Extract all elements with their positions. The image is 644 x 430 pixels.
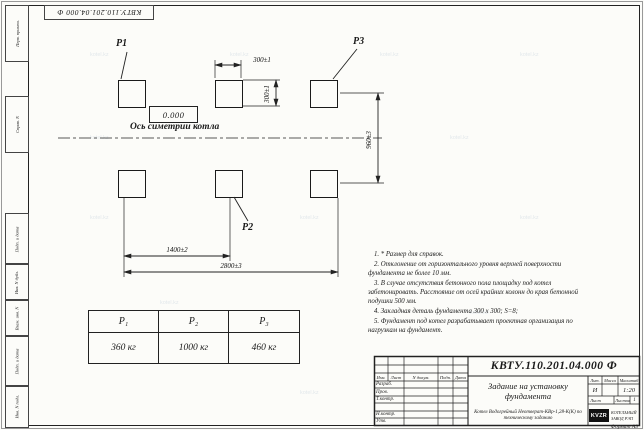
top-designation-box: КВТУ.110.201.04.000 Ф <box>44 5 154 20</box>
note-2: 2. Отклонение от горизонтального уровня … <box>368 260 562 277</box>
tb-lit-value: И <box>592 386 598 394</box>
tb-col-list: Лист <box>390 374 402 380</box>
top-designation: КВТУ.110.201.04.000 Ф <box>56 8 142 17</box>
foundation-pad <box>215 170 243 198</box>
tb-scale-value: 1:20 <box>623 386 635 394</box>
tb-row-prov: Пров. <box>376 389 389 395</box>
load-table-value-p2: 1000 кг <box>159 333 229 363</box>
note-5: 5. Фундамент под котел разрабатывает про… <box>368 317 573 334</box>
kvzr-logo: KVZR <box>589 409 609 422</box>
tb-scale-label: Масштаб <box>619 377 639 383</box>
margin-label: Инв. N подл. <box>14 394 20 419</box>
tb-col-data: Дата <box>455 374 466 380</box>
tb-row-razrab: Разраб. <box>376 382 393 387</box>
margin-box: Подп. и дата <box>5 335 29 387</box>
tb-lit-label: Лит. <box>590 377 600 383</box>
foundation-pad <box>310 170 338 198</box>
tb-row-tkontr: Т.контр. <box>376 397 395 402</box>
watermark-text: kotel.kz <box>90 52 109 58</box>
axis-of-symmetry-label: Ось симетрии котла <box>130 122 220 132</box>
margin-box: Подп. и дата <box>5 213 29 265</box>
margin-box: Инв. N дубл. <box>5 263 29 301</box>
watermark-text: kotel.kz <box>520 215 539 221</box>
note-1: 1. * Размер для справок. <box>374 251 444 258</box>
watermark-text: kotel.kz <box>380 52 399 58</box>
margin-label: Инв. N дубл. <box>14 270 20 294</box>
pad-label-p2: Р2 <box>242 222 254 233</box>
watermark-text: kotel.kz <box>470 310 489 316</box>
margin-box: Справ. N <box>5 96 29 153</box>
pad-label-p1: Р1 <box>116 38 128 49</box>
note-3: 3. В случае отсутствия бетонного пола пл… <box>368 279 579 305</box>
load-table-header-p1: Р₁ <box>89 311 159 333</box>
watermark-text: kotel.kz <box>300 390 319 396</box>
tb-row-utv: Утв. <box>376 419 387 424</box>
level-mark: 0.000 <box>149 106 198 123</box>
load-table-header-p2: Р₂ <box>159 311 229 333</box>
notes-block: 1. * Размер для справок. 2. Отклонение о… <box>368 251 594 337</box>
margin-box: Перв. примен. <box>5 5 29 62</box>
foundation-pad <box>215 80 243 108</box>
product-name: Котел Водогрейный Неотверат-КВр-1,28-К(К… <box>474 409 582 421</box>
load-table: Р₁ Р₂ Р₃ 360 кг 1000 кг 460 кг <box>88 310 300 364</box>
document-title: Задание на установку фундамента <box>488 381 568 401</box>
tb-sheet-label: Лист <box>590 397 601 403</box>
load-table-value-p1: 360 кг <box>89 333 159 363</box>
foundation-pad <box>118 80 146 108</box>
tb-sheets-value: 1 <box>633 397 636 403</box>
foundation-pad <box>118 170 146 198</box>
margin-label: Подп. и дата <box>14 348 20 374</box>
tb-sheets-label: Листов <box>615 397 631 403</box>
load-table-header-p3: Р₃ <box>229 311 299 333</box>
tb-col-izm: Изм. <box>376 374 386 380</box>
tb-col-dokum: N докум. <box>412 374 430 380</box>
tb-row-nkontr: Н.контр. <box>376 412 396 417</box>
company-name-line1: КОТЕЛЬНЫЙ <box>611 410 637 416</box>
margin-label: Подп. и дата <box>14 226 20 252</box>
company-name-line2: ЗАВОД РЭП <box>611 415 633 421</box>
margin-box: Инв. N подл. <box>5 385 29 428</box>
title-block-designation: КВТУ.110.201.04.000 Ф <box>490 360 618 372</box>
watermark-text: kotel.kz <box>90 215 109 221</box>
format-note: Формат А3 <box>610 423 638 430</box>
watermark-text: kotel.kz <box>450 135 469 141</box>
margin-label: Взам. инв. N <box>14 306 20 330</box>
margin-box: Взам. инв. N <box>5 299 29 337</box>
tb-col-podp: Подп. <box>439 374 452 380</box>
note-4: 4. Закладная деталь фундамента 300 х 300… <box>374 307 519 315</box>
margin-label: Справ. N <box>14 116 20 133</box>
watermark-text: kotel.kz <box>230 52 249 58</box>
foundation-pad <box>310 80 338 108</box>
watermark-text: kotel.kz <box>160 300 179 306</box>
pad-label-p3: Р3 <box>353 36 365 47</box>
load-table-value-p3: 460 кг <box>251 343 277 353</box>
watermark-text: kotel.kz <box>300 215 319 221</box>
tb-mass-label: Масса <box>604 377 616 383</box>
company-block: KVZR КОТЕЛЬНЫЙ ЗАВОД РЭП <box>589 406 639 425</box>
watermark-text: kotel.kz <box>520 52 539 58</box>
margin-label: Перв. примен. <box>14 20 20 47</box>
